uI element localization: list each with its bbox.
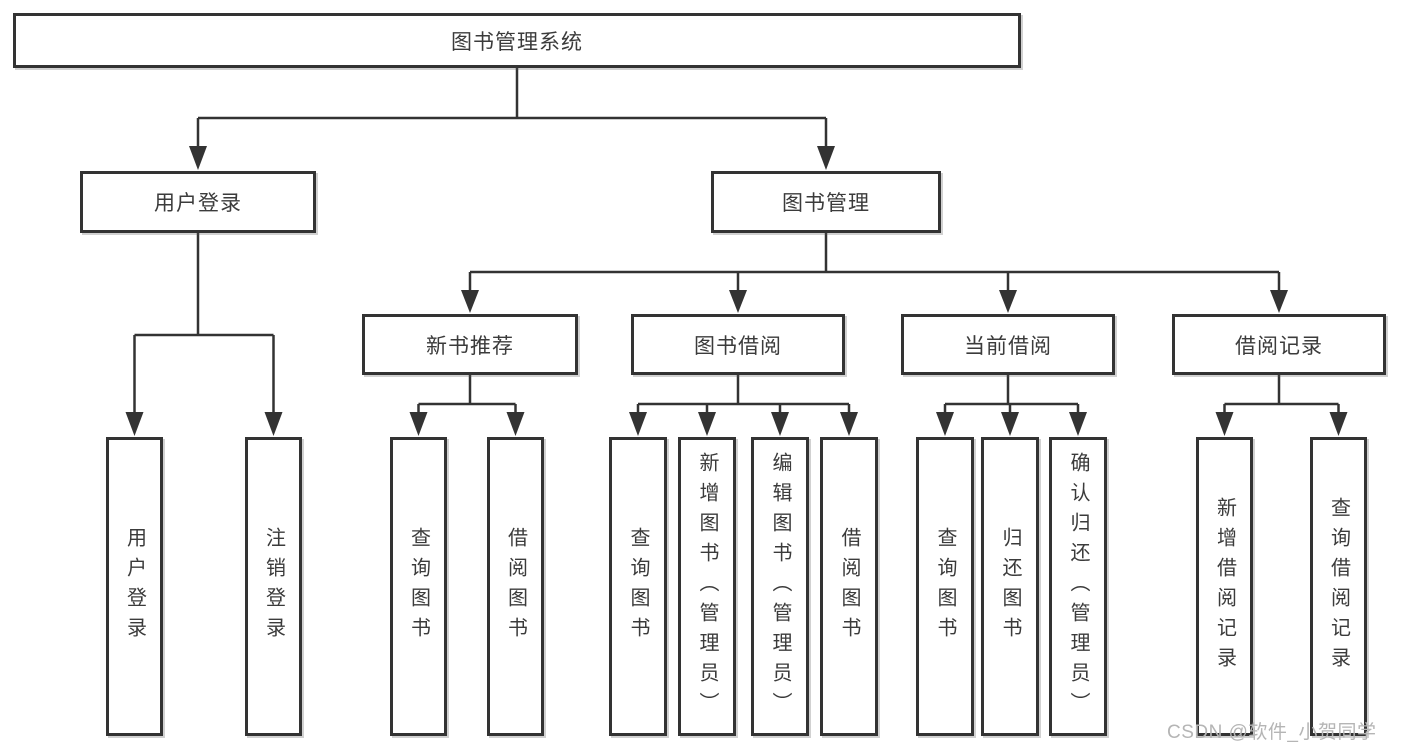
node-user-login: 用户登录 xyxy=(80,171,316,233)
node-book-borrow: 图书借阅 xyxy=(631,314,845,375)
leaf-borrow-books: 借阅图书 xyxy=(820,437,878,736)
leaf-edit-books-admin: 编辑图书（管理员） xyxy=(751,437,809,736)
leaf-return-books: 归还图书 xyxy=(981,437,1039,736)
node-library-management-system: 图书管理系统 xyxy=(13,13,1021,68)
leaf-confirm-return-admin: 确认归还（管理员） xyxy=(1049,437,1107,736)
leaf-logout: 注销登录 xyxy=(245,437,302,736)
node-label: 当前借阅 xyxy=(964,334,1052,358)
leaf-query-books: 查询图书 xyxy=(916,437,974,736)
node-label: 用户登录 xyxy=(123,526,146,647)
leaf-borrow-books: 借阅图书 xyxy=(487,437,544,736)
node-label: 用户登录 xyxy=(154,192,242,215)
node-borrow-records: 借阅记录 xyxy=(1172,314,1386,375)
node-label: 新增借阅记录 xyxy=(1213,496,1236,677)
leaf-query-books: 查询图书 xyxy=(609,437,667,736)
leaf-query-borrow-record: 查询借阅记录 xyxy=(1310,437,1367,736)
node-label: 确认归还（管理员） xyxy=(1067,451,1089,722)
csdn-watermark: CSDN @软件_小贺同学 xyxy=(1167,722,1377,743)
node-label: 借阅记录 xyxy=(1235,334,1323,358)
node-label: 图书管理 xyxy=(782,192,870,215)
leaf-query-books: 查询图书 xyxy=(390,437,447,736)
node-label: 图书借阅 xyxy=(694,334,782,358)
node-current-borrow: 当前借阅 xyxy=(901,314,1115,375)
node-label: 查询图书 xyxy=(934,526,956,647)
node-label: 图书管理系统 xyxy=(451,30,583,54)
node-label: 新增图书（管理员） xyxy=(696,451,718,722)
node-label: 编辑图书（管理员） xyxy=(769,451,791,722)
node-label: 借阅图书 xyxy=(838,526,860,647)
node-label: 查询图书 xyxy=(627,526,649,647)
node-label: 查询图书 xyxy=(407,526,430,647)
node-label: 归还图书 xyxy=(999,526,1021,647)
node-label: 借阅图书 xyxy=(504,526,527,647)
node-label: 新书推荐 xyxy=(426,334,514,358)
leaf-add-borrow-record: 新增借阅记录 xyxy=(1196,437,1253,736)
leaf-add-books-admin: 新增图书（管理员） xyxy=(678,437,736,736)
node-new-book-recommend: 新书推荐 xyxy=(362,314,578,375)
node-book-management: 图书管理 xyxy=(711,171,941,233)
node-label: 注销登录 xyxy=(262,526,285,647)
node-label: 查询借阅记录 xyxy=(1327,496,1350,677)
leaf-user-login: 用户登录 xyxy=(106,437,163,736)
